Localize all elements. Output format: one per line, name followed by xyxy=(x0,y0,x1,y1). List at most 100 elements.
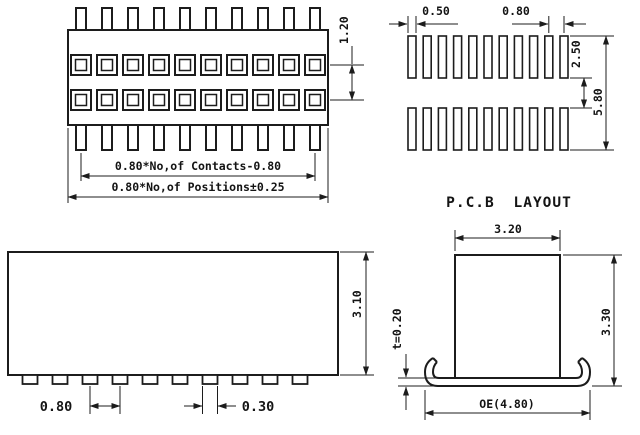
pcb-pad xyxy=(407,107,417,151)
dim-contacts-label: 0.80*No,of Contacts-0.80 xyxy=(115,159,281,173)
top-pin xyxy=(153,7,165,31)
pcb-pad xyxy=(513,107,524,151)
bottom-pin xyxy=(153,124,165,151)
foot-pin xyxy=(201,374,219,385)
front-top-pins xyxy=(75,7,321,31)
pcb-pads-bottom xyxy=(407,107,569,151)
pcb-pad xyxy=(513,35,524,79)
contact-inner xyxy=(152,93,166,107)
bottom-pin xyxy=(75,124,87,151)
pcb-pad xyxy=(498,35,509,79)
pcb-pad xyxy=(543,107,554,151)
foot-pin xyxy=(171,374,189,385)
pcb-pad xyxy=(467,35,478,79)
top-pin xyxy=(309,7,321,31)
front-contacts-row2-inner xyxy=(74,93,322,107)
top-pin xyxy=(231,7,243,31)
contact-inner xyxy=(308,58,322,72)
pcb-pad xyxy=(559,107,569,151)
contact-inner xyxy=(74,93,88,107)
dim-positions-label: 0.80*No,of Positions±0.25 xyxy=(111,180,284,194)
dim-row-pitch-label: 1.20 xyxy=(337,16,351,44)
dim-pad-width-label: 0.50 xyxy=(422,4,450,18)
foot-pin xyxy=(111,374,129,385)
contact-inner xyxy=(230,93,244,107)
contact-inner xyxy=(100,93,114,107)
pcb-pad xyxy=(483,35,493,79)
foot-pin xyxy=(81,374,99,385)
side-feet xyxy=(21,374,309,385)
dim-pad-pitch-label: 0.80 xyxy=(502,4,530,18)
end-view: 3.20 3.30 t=0.20 OE(4.80) xyxy=(390,222,622,420)
contact-inner xyxy=(204,58,218,72)
bottom-pin xyxy=(231,124,243,151)
pcb-pad xyxy=(437,35,448,79)
contact-inner xyxy=(230,58,244,72)
front-bottom-pins xyxy=(75,124,321,151)
contact-inner xyxy=(178,58,192,72)
pcb-pad xyxy=(498,107,509,151)
contact-inner xyxy=(126,58,140,72)
top-pin xyxy=(75,7,87,31)
foot-pin xyxy=(141,374,159,385)
contact-inner xyxy=(204,93,218,107)
end-body-outline xyxy=(454,254,561,379)
pcb-pad xyxy=(422,107,433,151)
front-view: 1.20 0.80*No,of Contacts-0.80 0.80*No,of… xyxy=(67,7,364,203)
lead-tip-left xyxy=(432,357,438,363)
contact-inner xyxy=(256,58,270,72)
front-contacts-row1-inner xyxy=(74,58,322,72)
dim-row-gap-label: 2.50 xyxy=(569,40,583,68)
lead-outer-profile xyxy=(423,357,592,387)
pcb-pad xyxy=(407,35,417,79)
contact-inner xyxy=(282,93,296,107)
dim-body-width-label: 3.20 xyxy=(494,222,522,236)
foot-pin xyxy=(21,374,39,385)
foot-pin xyxy=(231,374,249,385)
contact-inner xyxy=(256,93,270,107)
top-pin xyxy=(283,7,295,31)
pcb-pads-top xyxy=(407,35,569,79)
top-pin xyxy=(127,7,139,31)
side-body-outline xyxy=(7,251,339,376)
contact-inner xyxy=(152,58,166,72)
dim-foot-width-label: 0.30 xyxy=(242,399,275,415)
bottom-pin xyxy=(257,124,269,151)
contact-inner xyxy=(100,58,114,72)
pcb-pad xyxy=(543,35,554,79)
side-view: 3.10 0.80 0.30 xyxy=(7,251,374,415)
top-pin xyxy=(101,7,113,31)
dim-end-height-label: 3.30 xyxy=(599,308,613,336)
bottom-pin xyxy=(205,124,217,151)
contact-inner xyxy=(178,93,192,107)
bottom-pin xyxy=(309,124,321,151)
pcb-pad xyxy=(422,35,433,79)
foot-pin xyxy=(261,374,279,385)
contact-inner xyxy=(126,93,140,107)
contact-inner xyxy=(308,93,322,107)
bottom-pin xyxy=(283,124,295,151)
contact-inner xyxy=(74,58,88,72)
pcb-pad xyxy=(452,107,463,151)
top-pin xyxy=(179,7,191,31)
top-pin xyxy=(257,7,269,31)
bottom-pin xyxy=(101,124,113,151)
pcb-layout-title: P.C.B LAYOUT xyxy=(446,195,572,211)
dim-foot-pitch-label: 0.80 xyxy=(40,399,73,415)
pcb-layout-view: 0.50 0.80 2.50 5.80 P.C.B LAYOUT xyxy=(389,4,614,211)
dim-overall-width-label: OE(4.80) xyxy=(479,397,534,411)
pcb-pad xyxy=(452,35,463,79)
pcb-pad xyxy=(467,107,478,151)
lead-inner-profile xyxy=(431,361,584,379)
foot-pin xyxy=(51,374,69,385)
pcb-pad xyxy=(559,35,569,79)
contact-inner xyxy=(282,58,296,72)
top-pin xyxy=(205,7,217,31)
pcb-pad xyxy=(528,107,539,151)
foot-pin xyxy=(291,374,309,385)
dim-side-height-label: 3.10 xyxy=(350,290,364,318)
pcb-pad xyxy=(437,107,448,151)
dim-overall-height-label: 5.80 xyxy=(591,88,605,116)
